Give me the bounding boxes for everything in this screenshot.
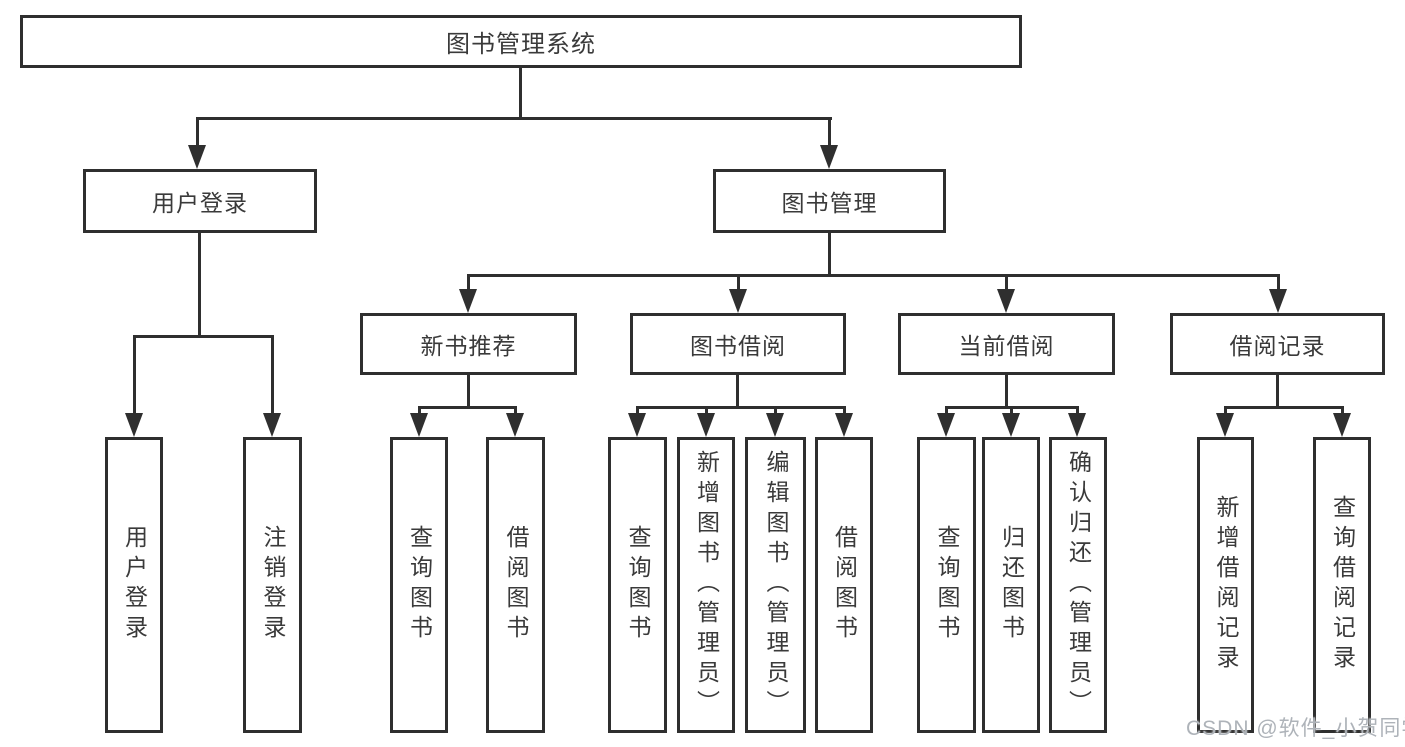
arrow-down-icon bbox=[1333, 413, 1351, 437]
node-label: 图书管理系统 bbox=[446, 31, 596, 58]
node-label: 图书管理 bbox=[781, 190, 878, 216]
leaf-query-books-current: 查询图书 bbox=[917, 437, 976, 733]
node-borrow-records: 借阅记录 bbox=[1170, 313, 1385, 375]
leaf-query-books-recommend: 查询图书 bbox=[390, 437, 448, 733]
node-book-borrowing: 图书借阅 bbox=[630, 313, 846, 375]
edge-line bbox=[519, 68, 522, 120]
node-label: 编辑图书（管理员） bbox=[763, 450, 789, 720]
node-book-management-system: 图书管理系统 bbox=[20, 15, 1022, 68]
edge-line bbox=[467, 274, 1280, 277]
leaf-edit-book-admin: 编辑图书（管理员） bbox=[745, 437, 806, 733]
leaf-query-borrow-record: 查询借阅记录 bbox=[1313, 437, 1371, 733]
edge-line bbox=[198, 233, 201, 338]
node-user-login: 用户登录 bbox=[83, 169, 317, 233]
node-label: 用户登录 bbox=[121, 525, 148, 645]
arrow-down-icon bbox=[997, 289, 1015, 313]
edge-line bbox=[196, 117, 199, 150]
edge-line bbox=[1224, 406, 1344, 409]
edge-line bbox=[1005, 375, 1008, 409]
leaf-user-login: 用户登录 bbox=[105, 437, 163, 733]
edge-line bbox=[1076, 406, 1079, 417]
edge-line bbox=[1010, 406, 1013, 417]
arrow-down-icon bbox=[766, 413, 784, 437]
edge-line bbox=[774, 406, 777, 417]
arrow-down-icon bbox=[410, 413, 428, 437]
leaf-add-book-admin: 新增图书（管理员） bbox=[677, 437, 735, 733]
node-label: 用户登录 bbox=[152, 190, 248, 216]
edge-line bbox=[737, 274, 740, 293]
node-label: 查询图书 bbox=[406, 525, 433, 645]
arrow-down-icon bbox=[1002, 413, 1020, 437]
arrow-down-icon bbox=[628, 413, 646, 437]
node-label: 图书借阅 bbox=[690, 333, 786, 359]
node-label: 查询图书 bbox=[625, 525, 651, 645]
edge-line bbox=[1005, 274, 1008, 293]
edge-line bbox=[418, 406, 517, 409]
node-label: 归还图书 bbox=[998, 525, 1025, 645]
edge-line bbox=[1277, 274, 1280, 293]
arrow-down-icon bbox=[125, 413, 143, 437]
node-book-management: 图书管理 bbox=[713, 169, 946, 233]
csdn-watermark: CSDN @软件_小贺同学 bbox=[1186, 717, 1405, 740]
arrow-down-icon bbox=[263, 413, 281, 437]
edge-line bbox=[736, 375, 739, 409]
node-label: 新书推荐 bbox=[420, 333, 517, 359]
arrow-down-icon bbox=[820, 145, 838, 169]
edge-line bbox=[271, 335, 274, 417]
arrow-down-icon bbox=[835, 413, 853, 437]
edge-line bbox=[514, 406, 517, 417]
edge-line bbox=[418, 406, 421, 417]
node-label: 借阅记录 bbox=[1229, 333, 1326, 359]
leaf-borrow-books-recommend: 借阅图书 bbox=[486, 437, 545, 733]
leaf-add-borrow-record: 新增借阅记录 bbox=[1197, 437, 1254, 733]
arrow-down-icon bbox=[697, 413, 715, 437]
arrow-down-icon bbox=[459, 289, 477, 313]
node-label: 查询图书 bbox=[934, 525, 960, 645]
edge-line bbox=[705, 406, 708, 417]
node-new-book-recommend: 新书推荐 bbox=[360, 313, 577, 375]
node-label: 确认归还（管理员） bbox=[1065, 450, 1092, 720]
edge-line bbox=[843, 406, 846, 417]
node-label: 注销登录 bbox=[260, 525, 286, 645]
node-label: 借阅图书 bbox=[503, 525, 529, 645]
edge-line bbox=[467, 375, 470, 409]
edge-line bbox=[636, 406, 639, 417]
node-label: 借阅图书 bbox=[831, 525, 858, 645]
edge-line bbox=[467, 274, 470, 293]
node-label: 查询借阅记录 bbox=[1329, 495, 1356, 675]
edge-line bbox=[133, 335, 136, 417]
edge-line bbox=[196, 117, 832, 120]
edge-line bbox=[945, 406, 948, 417]
node-label: 新增图书（管理员） bbox=[693, 450, 720, 720]
arrow-down-icon bbox=[506, 413, 524, 437]
node-current-borrowing: 当前借阅 bbox=[898, 313, 1115, 375]
node-label: 当前借阅 bbox=[958, 333, 1055, 359]
leaf-query-books-borrowing: 查询图书 bbox=[608, 437, 667, 733]
edge-line bbox=[828, 117, 831, 150]
leaf-confirm-return-admin: 确认归还（管理员） bbox=[1049, 437, 1107, 733]
arrow-down-icon bbox=[1216, 413, 1234, 437]
leaf-logout: 注销登录 bbox=[243, 437, 302, 733]
arrow-down-icon bbox=[1269, 289, 1287, 313]
edge-line bbox=[1276, 375, 1279, 409]
edge-line bbox=[828, 233, 831, 277]
leaf-return-book: 归还图书 bbox=[982, 437, 1040, 733]
arrow-down-icon bbox=[937, 413, 955, 437]
leaf-borrow-books-borrowing: 借阅图书 bbox=[815, 437, 873, 733]
edge-line bbox=[636, 406, 846, 409]
edge-line bbox=[1224, 406, 1227, 417]
arrow-down-icon bbox=[729, 289, 747, 313]
edge-line bbox=[1341, 406, 1344, 417]
arrow-down-icon bbox=[1068, 413, 1086, 437]
node-label: 新增借阅记录 bbox=[1213, 495, 1239, 675]
edge-line bbox=[133, 335, 274, 338]
arrow-down-icon bbox=[188, 145, 206, 169]
